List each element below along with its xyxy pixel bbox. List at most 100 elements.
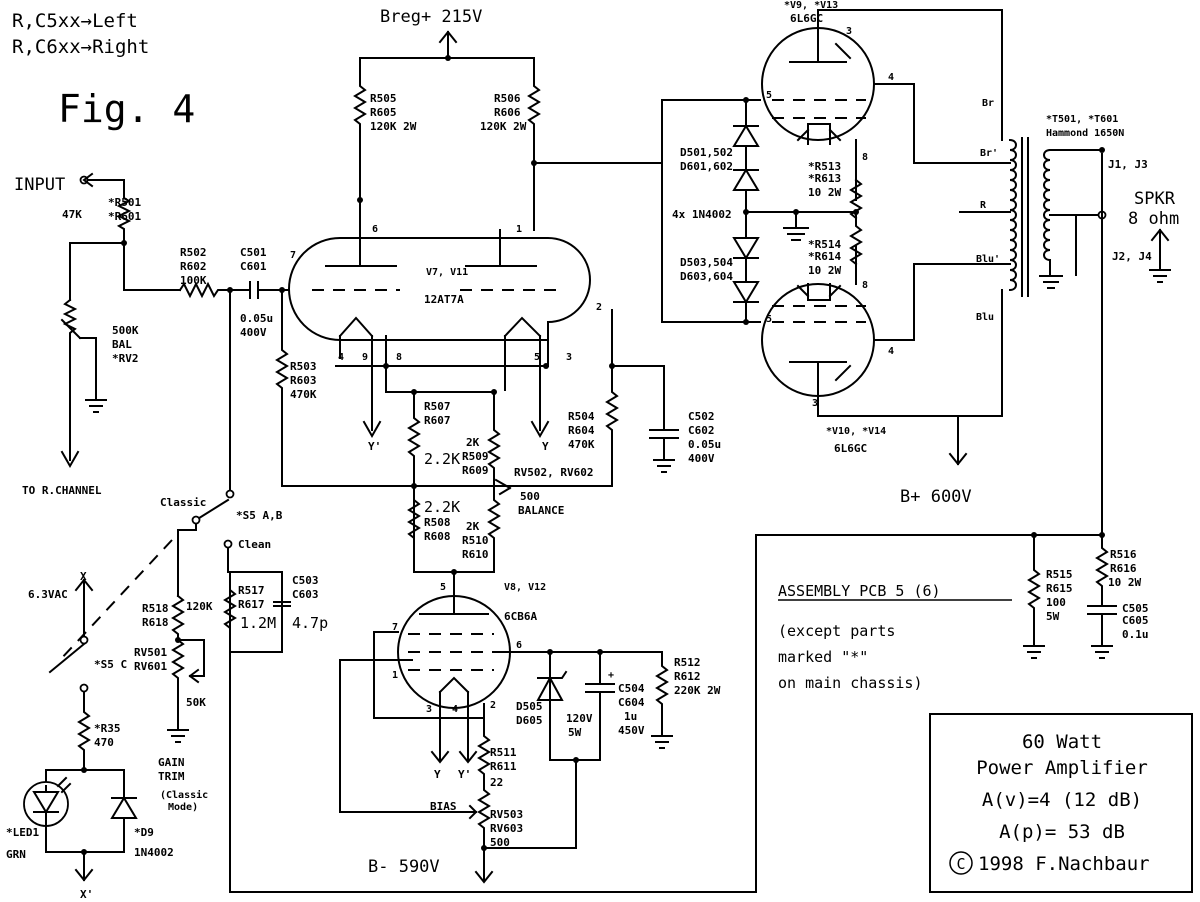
r514-ref2: *R614	[808, 250, 841, 263]
t501-ref: *T501, *T601	[1046, 114, 1118, 125]
r516-value: 10 2W	[1108, 576, 1141, 589]
copyright-circle	[949, 851, 973, 875]
c504-plus: +	[608, 670, 614, 681]
rv503-ref2: RV603	[490, 822, 523, 835]
r517-ref2: R617	[238, 598, 265, 611]
v9-pin3: 3	[846, 26, 852, 37]
jack-j2: J2, J4	[1112, 250, 1152, 263]
grid-network	[661, 97, 863, 325]
v8-pin7: 7	[392, 622, 398, 633]
c504-value: 1u	[624, 710, 637, 723]
r509-value: 2K	[466, 436, 480, 449]
title-line-3: A(v)=4 (12 dB)	[982, 789, 1142, 811]
r504-ref2: R604	[568, 424, 595, 437]
r512-ref: R512	[674, 656, 701, 669]
d503-ref: D503,504	[680, 256, 733, 269]
copyright-symbol: C	[956, 855, 965, 873]
bal-pot-value: 500K	[112, 324, 139, 337]
gain-trim-label2: TRIM	[158, 770, 185, 783]
gain-trim-mode1: (Classic	[160, 789, 208, 801]
legend-right: R,C6xx→Right	[12, 36, 149, 58]
r502-ref: R502	[180, 246, 207, 259]
v10-pin3: 3	[812, 398, 818, 409]
v10-type: 6L6GC	[834, 442, 867, 455]
c501-ref: C501	[240, 246, 267, 259]
output-transformer	[959, 137, 1107, 538]
led-ref: *LED1	[6, 826, 39, 839]
bal-pot-label: BAL	[112, 338, 132, 351]
title-line-4: A(p)= 53 dB	[999, 821, 1125, 843]
bminus-label: B- 590V	[368, 857, 440, 877]
v8-pin1: 1	[392, 670, 398, 681]
v9-output-tube	[761, 9, 1011, 201]
gain-trim-label1: GAIN	[158, 756, 185, 769]
assembly-note-2: marked "*"	[778, 648, 868, 666]
r505-value: 120K 2W	[370, 120, 417, 133]
rv502-ref: RV502, RV602	[514, 466, 593, 479]
net-y-prime-1: Y'	[368, 440, 381, 453]
t501-type: Hammond 1650N	[1046, 128, 1124, 139]
r510-ref2: R610	[462, 548, 489, 561]
c502-value: 0.05u	[688, 438, 721, 451]
c502-voltage: 400V	[688, 452, 715, 465]
rv502-label: BALANCE	[518, 504, 564, 517]
bias-label: BIAS	[430, 800, 457, 813]
r513-value: 10 2W	[808, 186, 841, 199]
r515-ref: R515	[1046, 568, 1073, 581]
c503-ref: C503	[292, 574, 319, 587]
supply-label: 6.3VAC	[28, 588, 68, 601]
v10-ref: *V10, *V14	[826, 426, 886, 437]
c504-voltage: 450V	[618, 724, 645, 737]
v9-pin5: 5	[766, 90, 772, 101]
r518-ref: R518	[142, 602, 169, 615]
r504-ref: R504	[568, 410, 595, 423]
s5ab-classic: Classic	[160, 496, 206, 509]
net-y-prime-2: Y'	[458, 768, 471, 781]
assembly-note-1: (except parts	[778, 622, 895, 640]
r507-ref2: R607	[424, 414, 451, 427]
title-block: 60 Watt Power Amplifier A(v)=4 (12 dB) A…	[929, 713, 1193, 893]
rv503-ref: RV503	[490, 808, 523, 821]
bal-pot-ref: *RV2	[112, 352, 139, 365]
d503-ref2: D603,604	[680, 270, 733, 283]
v7-pin2: 2	[596, 302, 602, 313]
rv501-ref: RV501	[134, 646, 167, 659]
r508-value: 2.2K	[424, 498, 460, 516]
r506-ref2: R606	[494, 106, 521, 119]
figure-number: Fig. 4	[58, 87, 195, 131]
r514-value: 10 2W	[808, 264, 841, 277]
rv503-value: 500	[490, 836, 510, 849]
v9-type: 6L6GC	[790, 12, 823, 25]
v7-pin6: 6	[372, 224, 378, 235]
v8-pin6: 6	[516, 640, 522, 651]
r512-value: 220K 2W	[674, 684, 721, 697]
r505-ref: R505	[370, 92, 397, 105]
tap-br-prime: Br'	[980, 148, 998, 159]
bplus-label: B+ 600V	[900, 487, 972, 507]
r514-ref: *R514	[808, 238, 841, 251]
title-line-1: 60 Watt	[1022, 731, 1102, 753]
rv501-value: 50K	[186, 696, 206, 709]
c501-value: 0.05u	[240, 312, 273, 325]
v7-pin8: 8	[396, 352, 402, 363]
v8-pin2: 2	[490, 700, 496, 711]
r512-ref2: R612	[674, 670, 701, 683]
v7-ref: V7, V11	[426, 267, 468, 278]
r505-ref2: R605	[370, 106, 397, 119]
v8-ref: V8, V12	[504, 582, 546, 593]
gain-trim-mode2: Mode)	[168, 802, 198, 813]
r517-value: 1.2M	[240, 614, 276, 632]
v10-pin8: 8	[862, 280, 868, 291]
c502-ref2: C602	[688, 424, 715, 437]
c502-ref: C502	[688, 410, 715, 423]
cathode-network	[275, 289, 679, 593]
switch-gang-link	[59, 539, 173, 661]
v8-pin3: 3	[426, 704, 432, 715]
screen-supply	[536, 649, 673, 763]
tap-blu-prime: Blu'	[976, 254, 1000, 265]
v7-pin1: 1	[516, 224, 522, 235]
r35-value: 470	[94, 736, 114, 749]
r501-value: 47K	[62, 208, 82, 221]
r501-ref: *R501	[108, 196, 141, 209]
